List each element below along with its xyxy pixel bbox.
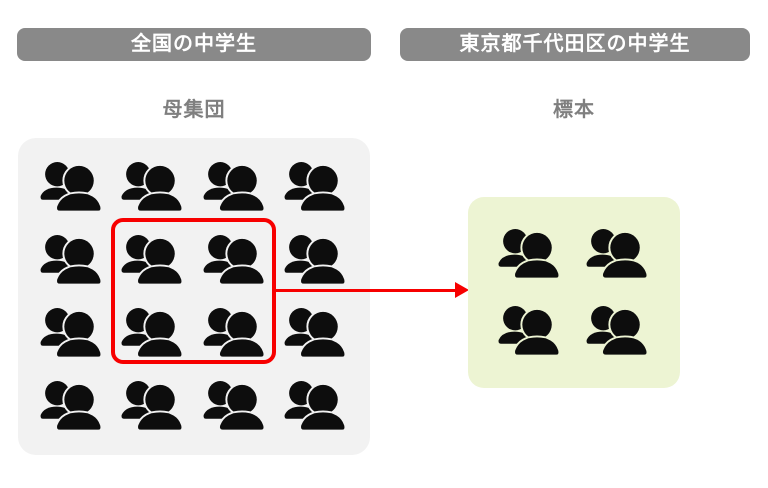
people-group-icon (284, 235, 347, 286)
people-group-icon (203, 235, 266, 286)
people-group-icon (284, 380, 347, 432)
people-group-icon (498, 228, 561, 280)
population-box (18, 138, 370, 455)
people-group-icon (586, 228, 649, 280)
people-group-icon (40, 380, 103, 432)
people-group-icon (121, 307, 184, 359)
sample-header-badge: 東京都千代田区の中学生 (400, 28, 750, 61)
people-group-icon (40, 307, 103, 359)
people-group-icon (40, 235, 103, 286)
arrow-right-icon (455, 282, 469, 298)
selection-rectangle (111, 218, 276, 364)
people-group-icon (586, 306, 649, 357)
sample-label: 標本 (553, 99, 595, 121)
people-group-icon (284, 162, 347, 213)
people-group-icon (203, 307, 266, 359)
people-group-icon (203, 380, 266, 432)
population-header-badge: 全国の中学生 (17, 28, 371, 61)
sampling-arrow-line (276, 289, 456, 292)
people-group-icon (121, 235, 184, 286)
people-group-icon (498, 306, 561, 357)
people-group-icon (121, 162, 184, 213)
sample-box (468, 197, 680, 388)
people-group-icon (121, 380, 184, 432)
people-group-icon (40, 162, 103, 213)
people-group-icon (284, 307, 347, 359)
population-label: 母集団 (162, 99, 226, 121)
people-group-icon (203, 162, 266, 213)
